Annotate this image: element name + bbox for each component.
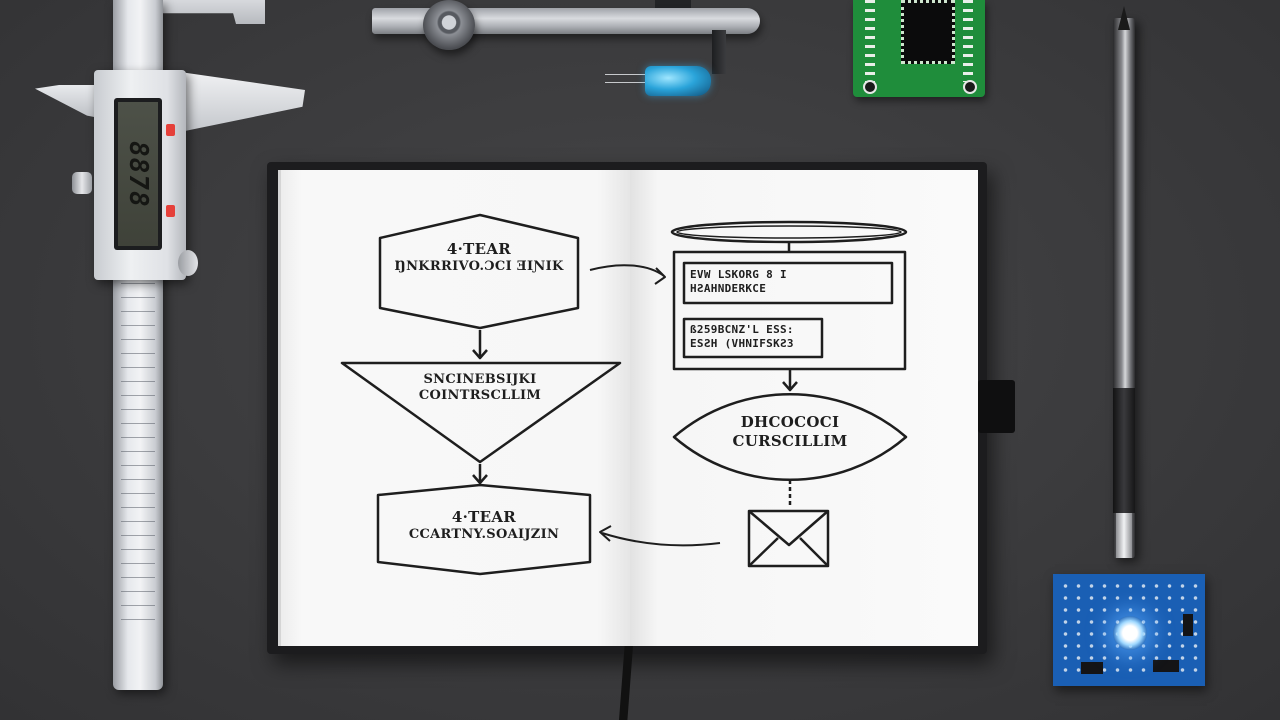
pcb-pin-header-right xyxy=(963,0,973,82)
pen xyxy=(1113,6,1135,558)
pen-ferrule xyxy=(1116,513,1132,558)
ellipse-line1: DHCOCOCI xyxy=(740,413,840,431)
pcb-ic xyxy=(1153,660,1179,672)
panel-box-2-line2: ESƧH (VHNIFSKƧ3 xyxy=(690,336,794,350)
caliper-lcd: 8878 xyxy=(114,98,162,250)
blue-pcb-module xyxy=(1053,574,1205,686)
pcb-led-glow xyxy=(1113,616,1147,650)
pen-grip xyxy=(1113,388,1135,513)
compass-clip xyxy=(655,0,691,10)
ellipse-label: DHCOCOCI CURSCILLIM xyxy=(700,413,880,451)
pcb-ic xyxy=(1081,662,1103,674)
notebook-elastic-strap xyxy=(978,380,1015,433)
ellipse-line2: CURSCILLIM xyxy=(732,431,848,450)
panel-box-2-label: ß259BCNZ'L ESS: ESƧH (VHNIFSKƧ3 xyxy=(690,323,794,351)
caliper-button-zero xyxy=(166,205,175,217)
panel-box-1-label: EVW LSKORG 8 I HƧAHNDERKCE xyxy=(690,268,787,296)
hexagon-bottom-line2: CCARTNY.SOAIJZIN xyxy=(408,526,560,542)
triangle-label: SNCINEBSIJKI COINTRSCLLIM xyxy=(380,372,580,405)
compass-leg xyxy=(712,30,726,74)
hexagon-top-line2: ŊNKRRIVO.ƆCI ƎIƝIK xyxy=(394,258,564,274)
caliper-lock-knob xyxy=(72,172,92,194)
panel-box-1-line2: HƧAHNDERKCE xyxy=(690,281,767,295)
pcb-mount-hole xyxy=(863,80,877,94)
hexagon-top-line1: 4·TEAR xyxy=(446,240,512,258)
caliper-button-on xyxy=(166,124,175,136)
panel-box-1-line1: EVW LSKORG 8 I xyxy=(690,268,787,281)
triangle-line1: SNCINEBSIJKI xyxy=(423,372,537,387)
panel-box-2-line1: ß259BCNZ'L ESS: xyxy=(690,323,794,336)
caliper-thumb-wheel xyxy=(178,250,198,276)
caliper-reading: 8878 xyxy=(123,140,153,208)
pcb-ic xyxy=(1183,614,1193,636)
triangle-line2: COINTRSCLLIM xyxy=(418,388,542,404)
pcb-chip xyxy=(901,0,955,64)
caliper-scale xyxy=(121,270,155,620)
pcb-pin-header-left xyxy=(865,0,875,82)
green-pcb-module xyxy=(853,0,985,97)
hexagon-top-label: 4·TEAR ŊNKRRIVO.ƆCI ƎIƝIK xyxy=(380,240,578,275)
hexagon-bottom-label: 4·TEAR CCARTNY.SOAIJZIN xyxy=(378,508,590,543)
hexagon-bottom-line1: 4·TEAR xyxy=(451,508,517,526)
notebook-right-page xyxy=(630,170,978,646)
pcb-mount-hole xyxy=(963,80,977,94)
led-leads xyxy=(605,70,655,90)
compass-hub xyxy=(423,0,475,50)
blue-led xyxy=(645,66,711,96)
